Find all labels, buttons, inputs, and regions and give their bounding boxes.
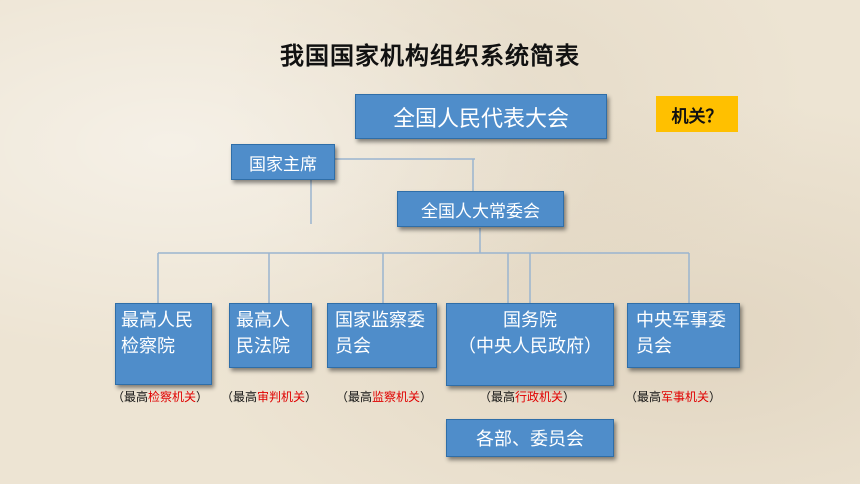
ministries-box: 各部、委员会: [446, 419, 614, 457]
supervision-label: 国家监察委员会: [335, 310, 425, 357]
npc-standing-label: 全国人大常委会: [421, 201, 540, 222]
procuratorate-caption: （最高检察机关）: [112, 390, 209, 404]
military-box: 中央军事委员会: [627, 303, 740, 368]
president-box: 国家主席: [231, 144, 335, 180]
ministries-label: 各部、委员会: [476, 429, 584, 450]
page-title: 我国国家机构组织系统简表: [280, 42, 580, 70]
court-box: 最高人民法院: [229, 303, 312, 368]
court-caption: （最高审判机关）: [221, 390, 318, 404]
state-council-caption: （最高行政机关）: [479, 390, 576, 404]
military-caption: （最高军事机关）: [625, 390, 722, 404]
npc-box: 全国人民代表大会: [355, 94, 607, 139]
state-council-label-1: 国务院: [503, 310, 557, 331]
state-council-box: 国务院 （中央人民政府）: [446, 303, 614, 386]
state-council-label-2: （中央人民政府）: [458, 336, 602, 357]
question-note: 机关？: [656, 96, 738, 132]
president-label: 国家主席: [249, 154, 317, 175]
military-label: 中央军事委员会: [636, 310, 726, 357]
procuratorate-box: 最高人民检察院: [115, 303, 212, 385]
npc-standing-box: 全国人大常委会: [397, 191, 564, 227]
npc-label: 全国人民代表大会: [392, 106, 569, 132]
supervision-caption: （最高监察机关）: [336, 390, 433, 404]
supervision-box: 国家监察委员会: [327, 303, 437, 368]
court-label: 最高人民法院: [236, 310, 290, 357]
procuratorate-label: 最高人民检察院: [121, 310, 193, 357]
